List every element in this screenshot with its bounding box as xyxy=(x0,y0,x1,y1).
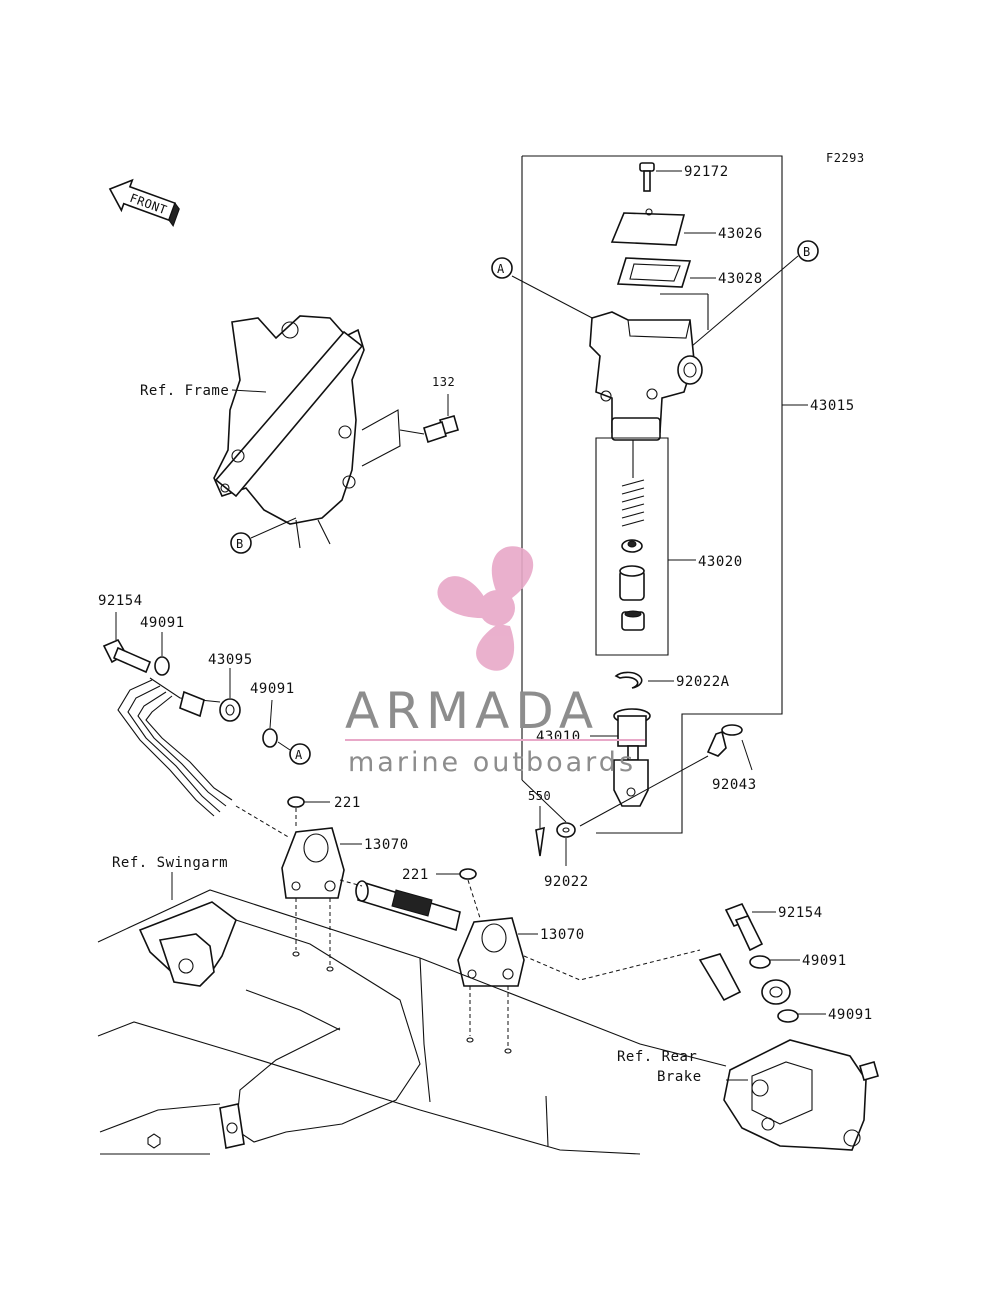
master-cylinder-group-bracket xyxy=(522,155,783,834)
label-550: 550 xyxy=(528,789,551,803)
diaphragm-43028 xyxy=(616,257,716,288)
hose-holder-13070-a xyxy=(281,827,362,972)
callout-b-frame-circle xyxy=(230,532,252,554)
label-13070-a: 13070 xyxy=(364,837,409,853)
hose-guard-tube xyxy=(339,879,461,932)
banjo-bolt-92154-bottom xyxy=(724,902,776,952)
ref-swingarm-label: Ref. Swingarm xyxy=(112,855,228,871)
label-92022: 92022 xyxy=(544,874,589,890)
bolt-132 xyxy=(361,394,459,467)
label-221-a: 221 xyxy=(334,795,361,811)
label-92154-top: 92154 xyxy=(98,593,143,609)
label-49091-c: 49091 xyxy=(802,953,847,969)
screw-92172 xyxy=(639,162,682,192)
label-43026: 43026 xyxy=(718,226,763,242)
callout-a-hose-circle xyxy=(289,743,311,765)
seal-cup-43020 xyxy=(621,539,643,553)
label-43095: 43095 xyxy=(208,652,253,668)
callout-b-top: B xyxy=(803,245,811,259)
watermark-title: ARMADA xyxy=(345,682,599,740)
label-13070-b: 13070 xyxy=(540,927,585,943)
ref-rear-brake-line2: Brake xyxy=(657,1069,702,1085)
ref-frame-label: Ref. Frame xyxy=(140,383,229,399)
label-49091-b: 49091 xyxy=(250,681,295,697)
circlip-92022a xyxy=(614,671,674,689)
screw-221-b xyxy=(436,868,481,919)
washer-49091-b xyxy=(262,699,278,748)
washer-49091-c xyxy=(749,955,800,969)
piston-43020 xyxy=(619,565,645,601)
banjo-bolt-92154-top xyxy=(102,612,152,674)
washer-49091-a xyxy=(154,632,170,676)
cotter-pin-550 xyxy=(535,806,545,857)
propeller-logo-icon xyxy=(437,546,534,671)
washer-92022 xyxy=(556,822,576,866)
figure-code: F2293 xyxy=(826,151,865,165)
armada-watermark: ARMADA marine outboards xyxy=(345,546,645,778)
label-43015: 43015 xyxy=(810,398,855,414)
label-49091-d: 49091 xyxy=(828,1007,873,1023)
callout-a-hose: A xyxy=(295,748,303,762)
master-cylinder-body-43015 xyxy=(589,293,709,441)
washer-49091-d xyxy=(777,1009,826,1023)
label-92154-bottom: 92154 xyxy=(778,905,823,921)
reservoir-cap-43026 xyxy=(610,208,716,246)
callout-b-circle xyxy=(797,240,819,262)
callout-b-frame: B xyxy=(236,537,244,551)
label-92172: 92172 xyxy=(684,164,729,180)
spring-43020 xyxy=(621,440,645,527)
piston-kit-bracket xyxy=(595,437,669,656)
label-221-b: 221 xyxy=(402,867,429,883)
swingarm xyxy=(97,889,727,1155)
clevis-pin-92043 xyxy=(579,724,753,827)
label-92022a: 92022A xyxy=(676,674,730,690)
lower-hose-fitting xyxy=(698,953,791,1005)
brake-hose-43095 xyxy=(117,668,291,839)
label-92043: 92043 xyxy=(712,777,757,793)
label-43028: 43028 xyxy=(718,271,763,287)
callout-a-circle xyxy=(491,257,513,279)
front-direction-arrow-icon: FRONT xyxy=(108,178,180,227)
piston-seal-43020 xyxy=(621,610,645,631)
label-132: 132 xyxy=(432,375,455,389)
hose-holder-13070-b xyxy=(457,917,701,1054)
ref-rear-brake-line1: Ref. Rear xyxy=(617,1049,697,1065)
label-43020: 43020 xyxy=(698,554,743,570)
frame-bracket xyxy=(213,315,365,549)
rear-brake-caliper xyxy=(723,1039,879,1151)
callout-a-top: A xyxy=(497,262,505,276)
screw-221-a xyxy=(287,796,330,826)
watermark-subtitle: marine outboards xyxy=(348,747,636,778)
label-49091-a: 49091 xyxy=(140,615,185,631)
